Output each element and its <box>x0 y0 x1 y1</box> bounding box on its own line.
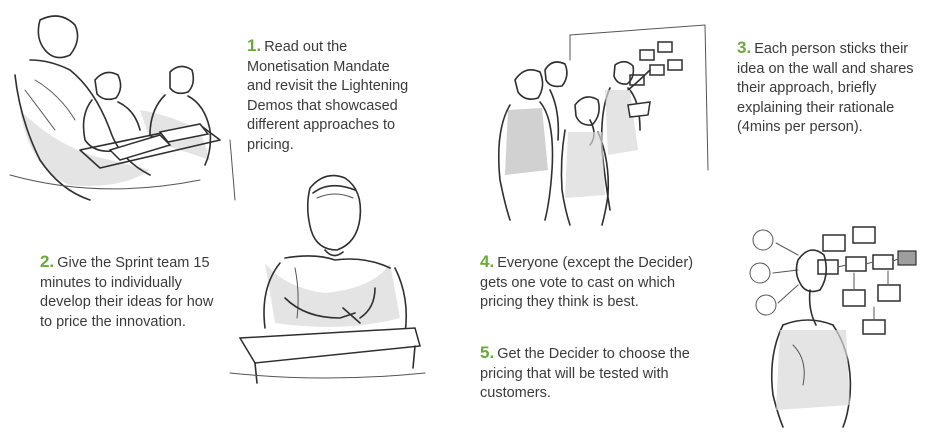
sticking-ideas-illustration <box>497 24 709 226</box>
step-4-text: Everyone (except the Decider) gets one v… <box>480 255 694 310</box>
step-3-text: Each person sticks their idea on the wal… <box>737 41 914 135</box>
step-5-text: Get the Decider to choose the pricing th… <box>480 346 690 401</box>
decider-board-illustration <box>749 226 917 428</box>
step-1-number: 1. <box>247 36 262 55</box>
step-4-number: 4. <box>480 252 495 271</box>
step-3: 3.Each person sticks their idea on the w… <box>737 38 937 138</box>
team-reading-illustration <box>9 15 236 201</box>
step-5-number: 5. <box>480 343 495 362</box>
step-3-number: 3. <box>737 38 752 57</box>
step-4: 4.Everyone (except the Decider) gets one… <box>480 252 720 313</box>
step-2: 2.Give the Sprint team 15 minutes to ind… <box>40 252 250 332</box>
step-1: 1.Read out the Monetisation Mandate and … <box>247 36 447 155</box>
step-2-text: Give the Sprint team 15 minutes to indiv… <box>40 255 214 330</box>
step-5: 5.Get the Decider to choose the pricing … <box>480 343 720 404</box>
step-1-text: Read out the Monetisation Mandate and re… <box>247 39 409 153</box>
step-2-number: 2. <box>40 252 55 271</box>
person-writing-illustration <box>229 174 426 384</box>
